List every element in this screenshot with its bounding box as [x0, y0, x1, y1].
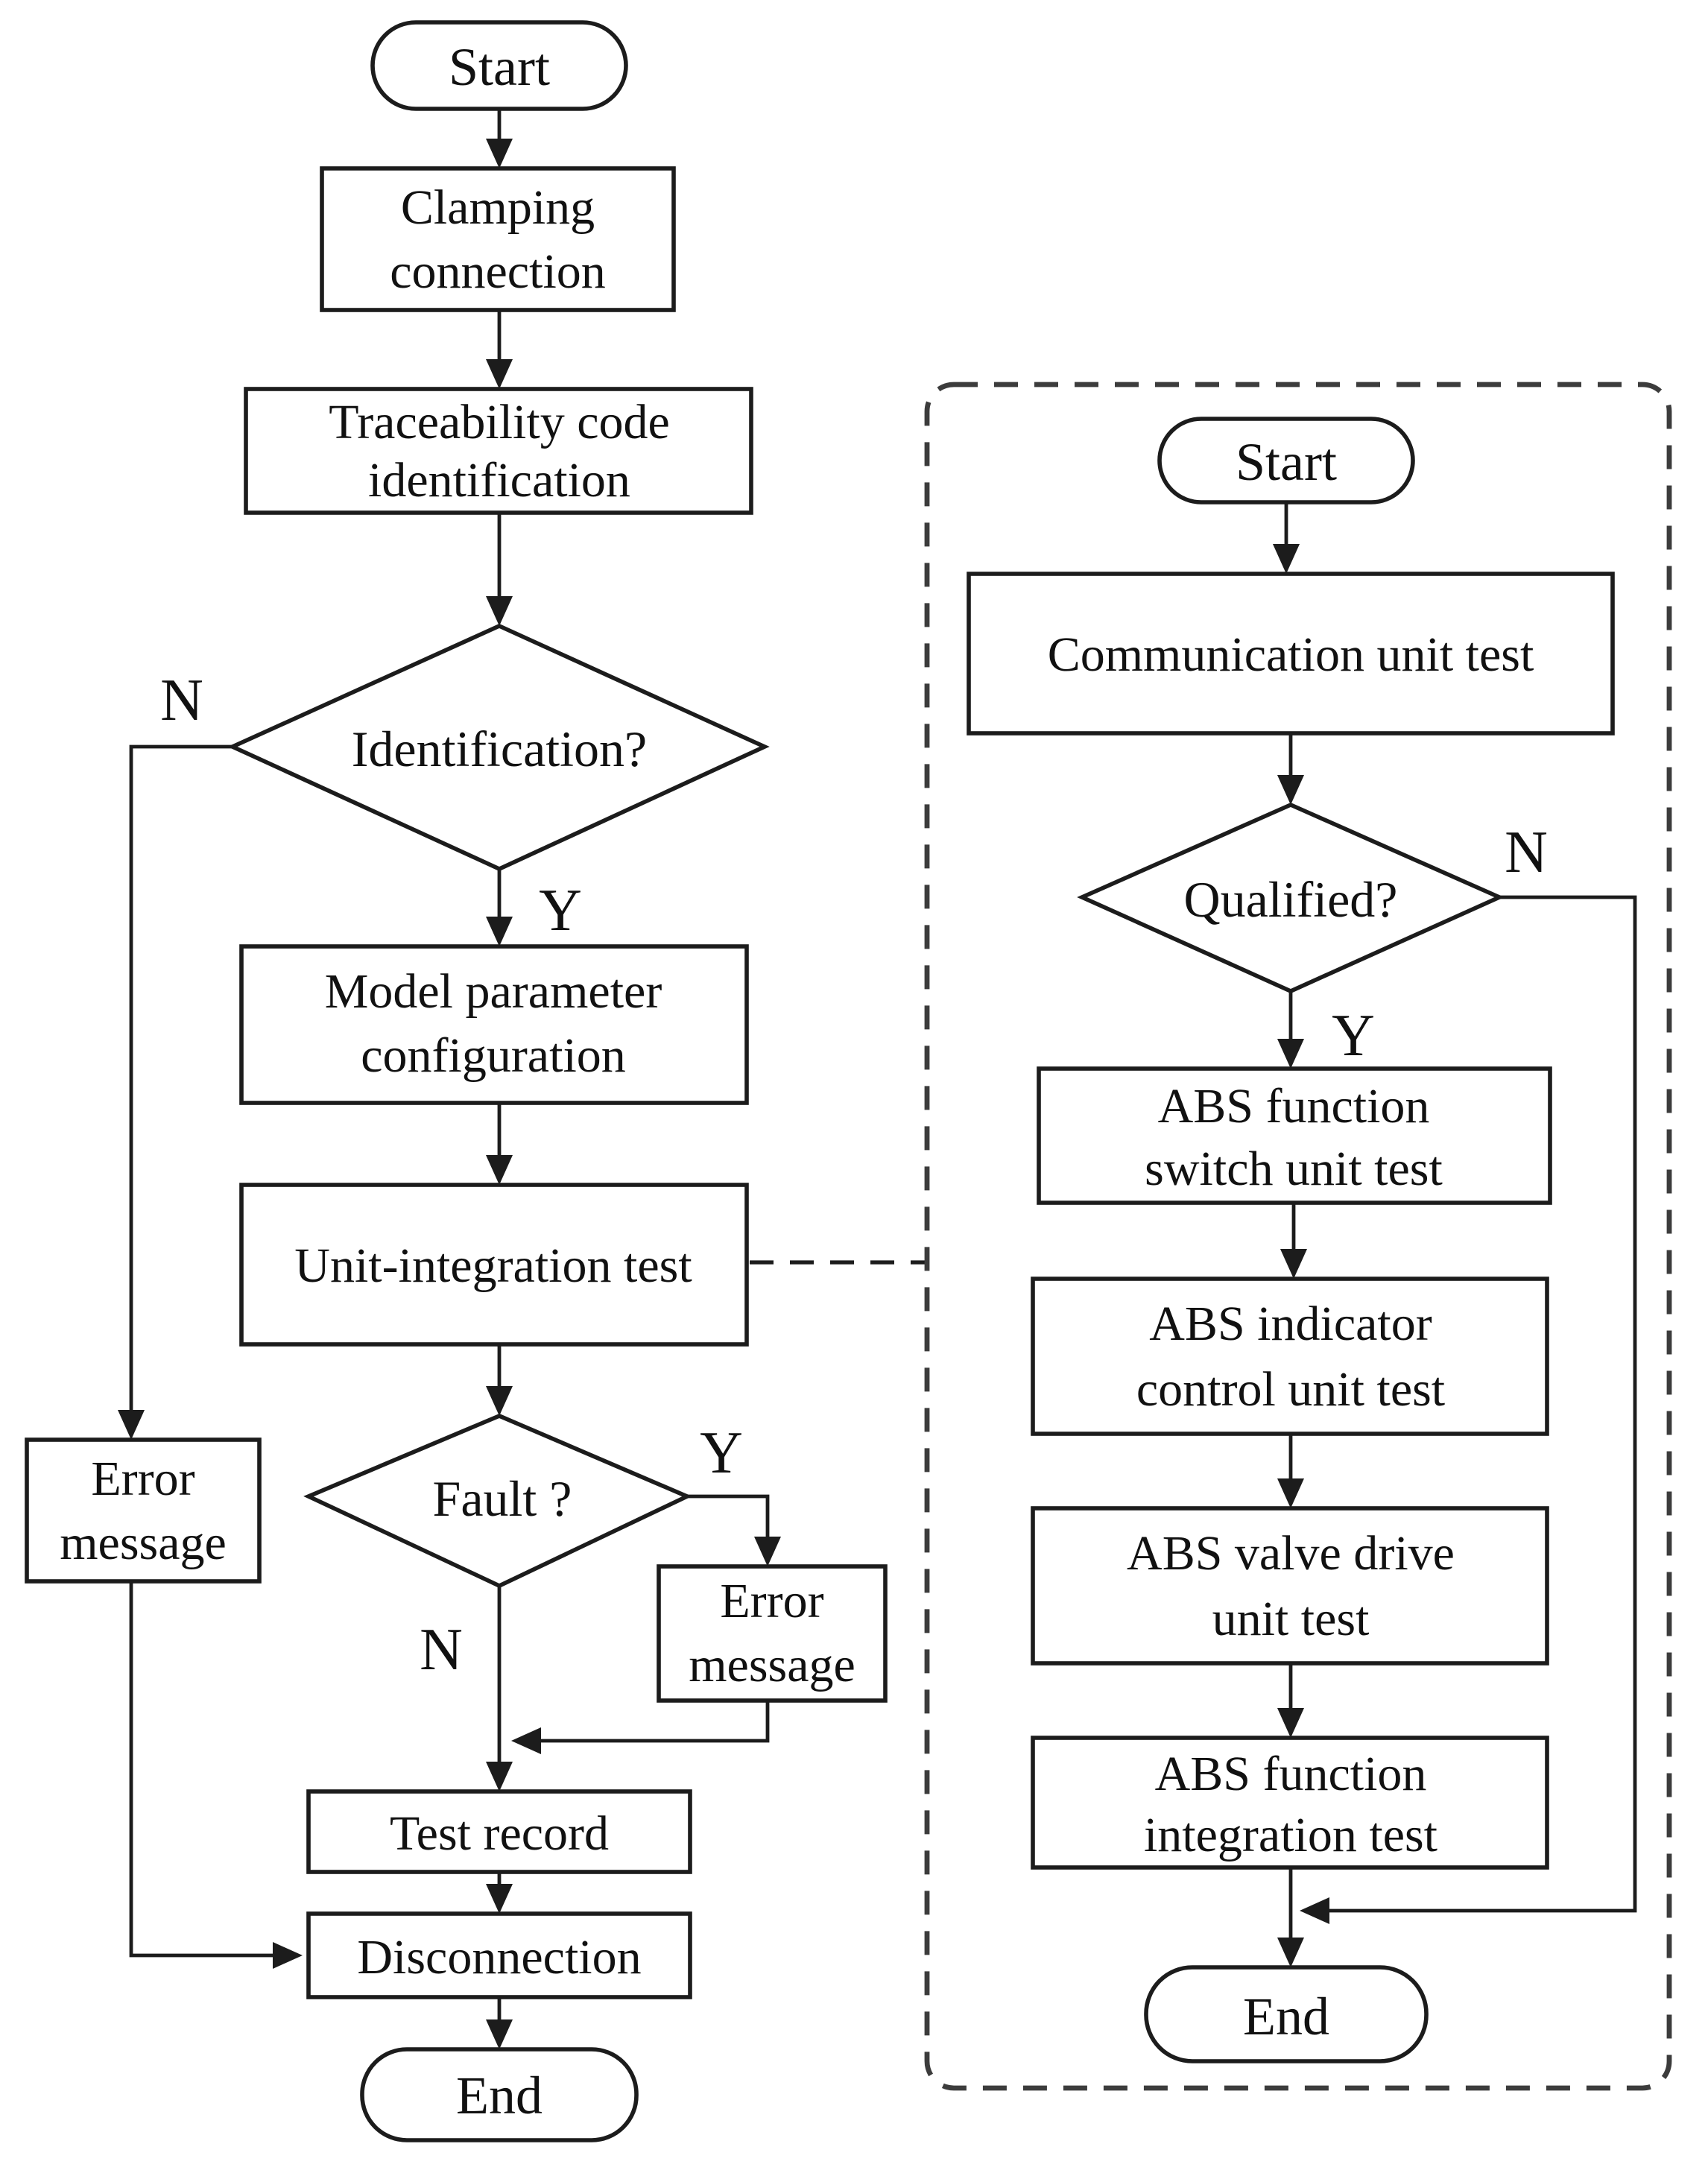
- error-left-label-line1: Error: [91, 1452, 194, 1506]
- arrowhead-down-icon: [1277, 1708, 1304, 1738]
- arrowhead-down-icon: [754, 1537, 781, 1566]
- unit-integration-box: [239, 1183, 749, 1347]
- arrowhead-down-icon: [1277, 1039, 1304, 1069]
- arrowhead-right-icon: [273, 1942, 303, 1969]
- connector-fault-yes: [687, 1494, 770, 1556]
- abs-valve-label-line2: unit test: [1212, 1592, 1370, 1646]
- identification-yes-label: Y: [539, 878, 582, 943]
- connector-error-merge: [520, 1701, 770, 1743]
- abs-switch-box: [1037, 1066, 1552, 1205]
- error-message-right-box: [657, 1564, 888, 1703]
- arrowhead-down-icon: [486, 1386, 513, 1416]
- arrowhead-down-icon: [1277, 1938, 1304, 1967]
- clamping-label-line1: Clamping: [401, 180, 595, 235]
- main-end-terminator: [360, 2047, 639, 2142]
- test-record-label: Test record: [390, 1806, 609, 1861]
- arrowhead-down-icon: [1273, 544, 1300, 574]
- abs-switch-label-line2: switch unit test: [1145, 1142, 1443, 1196]
- arrowhead-down-icon: [1280, 1249, 1307, 1279]
- disconnection-label: Disconnection: [357, 1930, 641, 1984]
- abs-valve-box: [1031, 1506, 1549, 1666]
- arrowhead-left-icon: [511, 1727, 541, 1754]
- arrowhead-down-icon: [486, 139, 513, 168]
- identification-no-label: N: [160, 668, 203, 733]
- arrowhead-down-icon: [486, 1884, 513, 1914]
- communication-unit-box: [967, 572, 1615, 736]
- fault-label: Fault ?: [433, 1470, 572, 1527]
- sub-start-label: Start: [1236, 432, 1337, 492]
- abs-integration-label-line2: integration test: [1144, 1808, 1437, 1862]
- unit-integration-label: Unit-integration test: [294, 1239, 692, 1293]
- qualified-no-label: N: [1505, 820, 1548, 885]
- error-right-label-line2: message: [689, 1638, 855, 1692]
- abs-switch-label-line1: ABS function: [1158, 1079, 1430, 1133]
- arrowhead-down-icon: [1277, 775, 1304, 805]
- arrowhead-down-icon: [486, 359, 513, 389]
- qualified-yes-label: Y: [1332, 1003, 1375, 1069]
- connector-qualified-no: [1309, 895, 1637, 1913]
- traceability-label-line2: identification: [368, 453, 630, 507]
- arrowhead-down-icon: [486, 917, 513, 946]
- clamping-connection-box: [320, 166, 676, 312]
- arrowhead-down-icon: [486, 1762, 513, 1791]
- fault-no-label: N: [420, 1617, 463, 1683]
- model-parameter-box: [239, 944, 749, 1105]
- fault-yes-label: Y: [700, 1420, 743, 1486]
- model-label-line2: configuration: [361, 1028, 626, 1083]
- model-label-line1: Model parameter: [325, 964, 662, 1019]
- clamping-label-line2: connection: [390, 244, 606, 299]
- abs-indicator-label-line2: control unit test: [1136, 1362, 1445, 1417]
- error-message-left-box: [25, 1437, 262, 1584]
- arrowhead-down-icon: [1277, 1478, 1304, 1508]
- traceability-label-line1: Traceability code: [329, 395, 670, 449]
- disconnection-box: [306, 1911, 692, 1999]
- error-right-label-line1: Error: [720, 1574, 823, 1628]
- test-record-box: [306, 1789, 692, 1874]
- communication-label: Communication unit test: [1048, 627, 1534, 682]
- abs-integration-label-line1: ABS function: [1155, 1747, 1427, 1801]
- abs-indicator-label-line1: ABS indicator: [1149, 1297, 1432, 1351]
- identification-label: Identification?: [352, 721, 647, 777]
- qualified-label: Qualified?: [1184, 871, 1398, 928]
- connector-errorleft-disconnection: [129, 1581, 294, 1958]
- abs-valve-label-line1: ABS valve drive: [1127, 1526, 1455, 1581]
- main-start-label: Start: [449, 37, 550, 97]
- error-left-label-line2: message: [60, 1516, 227, 1570]
- subflow-dashed-container: [924, 382, 1672, 2091]
- arrowhead-down-icon: [486, 596, 513, 626]
- arrowhead-down-icon: [486, 2019, 513, 2049]
- sub-end-label: End: [1243, 1987, 1329, 2046]
- arrowhead-down-icon: [118, 1410, 145, 1440]
- main-end-label: End: [456, 2066, 543, 2125]
- abs-integration-box: [1031, 1736, 1549, 1870]
- arrowhead-left-icon: [1300, 1897, 1329, 1924]
- abs-indicator-box: [1031, 1277, 1549, 1436]
- arrowhead-down-icon: [486, 1155, 513, 1185]
- connector-identification-no: [129, 744, 233, 1429]
- sub-end-terminator: [1144, 1965, 1429, 2063]
